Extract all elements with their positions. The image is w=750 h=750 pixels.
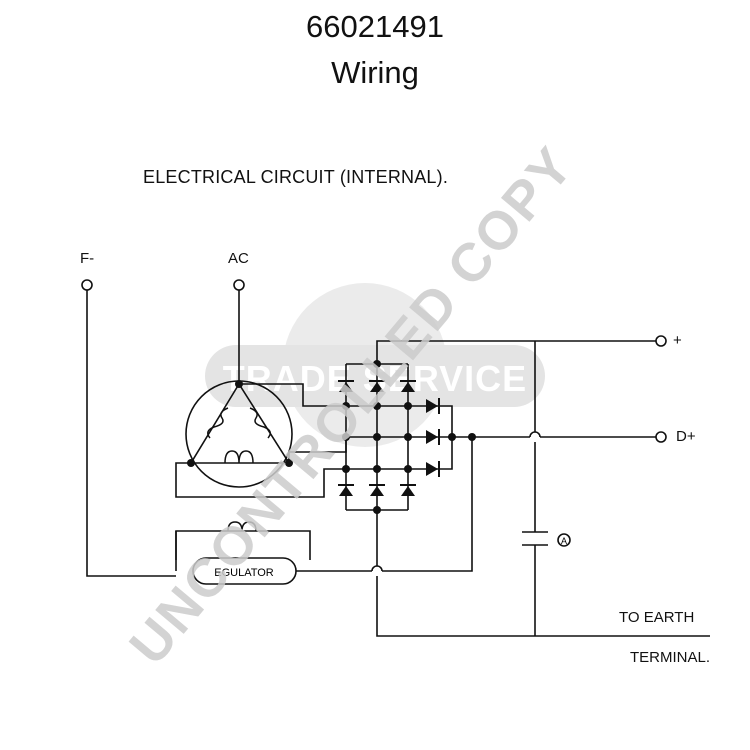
- label-ac: AC: [228, 250, 249, 267]
- terminals: A: [81, 279, 667, 547]
- capacitor-marker-label: A: [561, 536, 567, 546]
- page-subtitle: Wiring: [331, 55, 419, 90]
- regulator: EGULATOR: [192, 521, 297, 585]
- label-d-plus: D+: [676, 428, 696, 445]
- label-f-minus: F-: [80, 250, 95, 267]
- rectifier-diodes: [338, 380, 440, 496]
- label-plus: +: [673, 332, 682, 349]
- terminal-plus: [655, 335, 667, 347]
- terminal-ac: [233, 279, 245, 291]
- terminal-d-plus: [655, 431, 667, 443]
- label-terminal: TERMINAL.: [630, 649, 711, 666]
- part-number-title: 66021491: [306, 9, 444, 44]
- capacitor-marker-circle: [557, 533, 571, 547]
- regulator-label: EGULATOR: [214, 567, 274, 579]
- terminal-f-minus: [81, 279, 93, 291]
- label-to-earth: TO EARTH: [619, 609, 695, 626]
- junction-nodes: [187, 360, 476, 514]
- circuit-heading: ELECTRICAL CIRCUIT (INTERNAL).: [143, 167, 449, 187]
